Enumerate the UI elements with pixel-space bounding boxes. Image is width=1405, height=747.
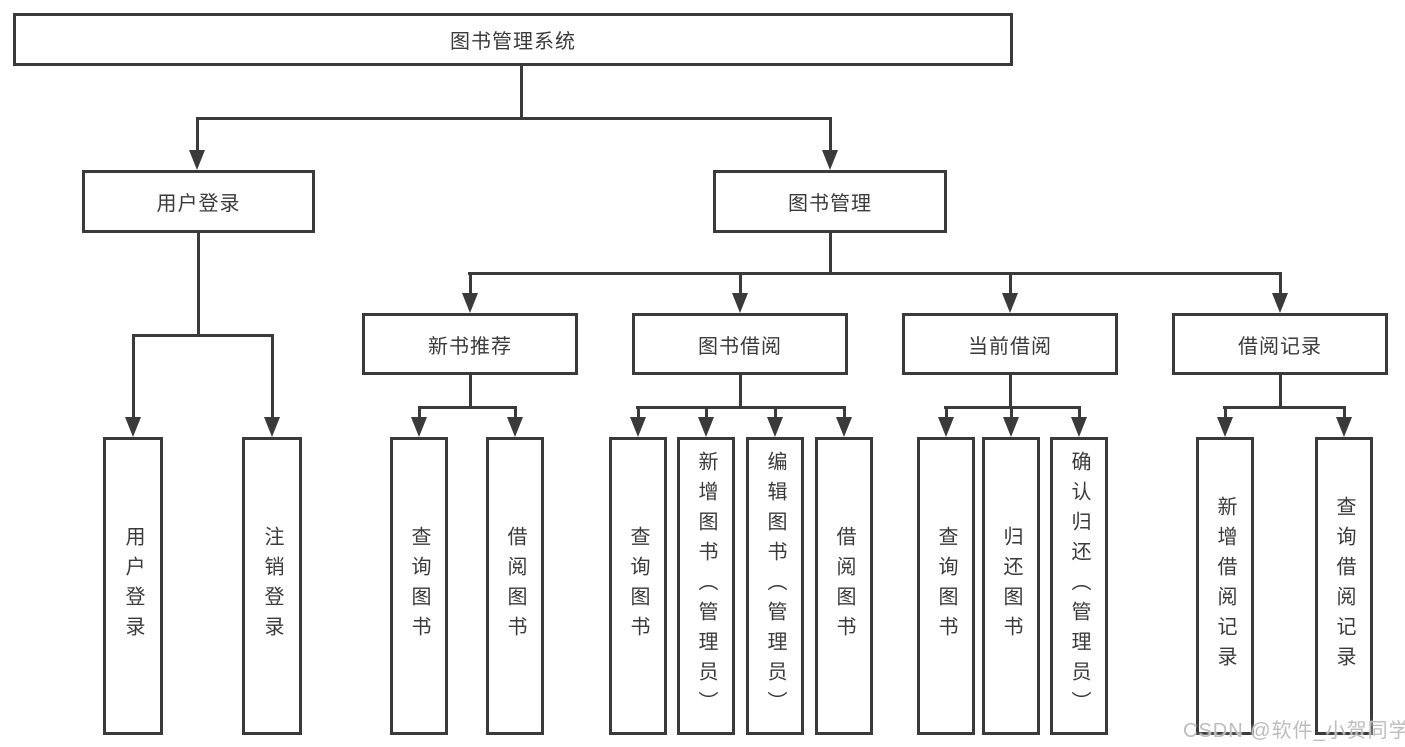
arrow-head-icon bbox=[189, 150, 205, 170]
node-book-management: 图书管理 bbox=[713, 170, 947, 233]
arrow-shaft bbox=[945, 407, 948, 421]
arrow-head-icon bbox=[264, 417, 280, 437]
arrow-head-icon bbox=[732, 293, 748, 313]
leaf-add-borrow-record: 新增借阅记录 bbox=[1196, 437, 1254, 735]
connector-line bbox=[1009, 375, 1012, 407]
arrow-head-icon bbox=[1217, 417, 1233, 437]
csdn-watermark: CSDN @软件_小贺同学 bbox=[1183, 720, 1405, 742]
arrow-shaft bbox=[1078, 407, 1081, 421]
node-new-book-recommendation: 新书推荐 bbox=[362, 313, 578, 375]
arrow-shaft bbox=[132, 335, 135, 421]
node-current-borrowing: 当前借阅 bbox=[902, 313, 1118, 375]
connector-line bbox=[1223, 406, 1346, 409]
leaf-query-books-borrowing: 查询图书 bbox=[609, 437, 667, 735]
arrow-shaft bbox=[829, 118, 832, 154]
leaf-borrow-books-recommend: 借阅图书 bbox=[486, 437, 544, 735]
arrow-shaft bbox=[1009, 273, 1012, 297]
leaf-return-book: 归还图书 bbox=[982, 437, 1040, 735]
connector-line bbox=[418, 406, 517, 409]
node-library-management-system: 图书管理系统 bbox=[13, 13, 1013, 66]
arrow-shaft bbox=[1010, 407, 1013, 421]
arrow-shaft bbox=[514, 407, 517, 421]
connector-line bbox=[636, 406, 846, 409]
arrow-head-icon bbox=[1336, 417, 1352, 437]
node-borrowing-records: 借阅记录 bbox=[1172, 313, 1388, 375]
connector-line bbox=[196, 117, 832, 120]
arrow-shaft bbox=[196, 118, 199, 154]
arrow-head-icon bbox=[698, 417, 714, 437]
arrow-head-icon bbox=[411, 417, 427, 437]
arrow-shaft bbox=[271, 335, 274, 421]
arrow-head-icon bbox=[1002, 293, 1018, 313]
arrow-head-icon bbox=[822, 150, 838, 170]
node-book-borrowing: 图书借阅 bbox=[632, 313, 848, 375]
arrow-head-icon bbox=[630, 417, 646, 437]
leaf-edit-book-admin: 编辑图书（管理员） bbox=[746, 437, 804, 735]
arrow-head-icon bbox=[836, 417, 852, 437]
arrow-shaft bbox=[418, 407, 421, 421]
connector-line bbox=[520, 66, 523, 118]
node-user-login: 用户登录 bbox=[82, 170, 315, 233]
leaf-query-books-recommend: 查询图书 bbox=[390, 437, 448, 735]
leaf-logout: 注销登录 bbox=[242, 437, 302, 735]
arrow-head-icon bbox=[767, 417, 783, 437]
leaf-confirm-return-admin: 确认归还（管理员） bbox=[1050, 437, 1108, 735]
arrow-shaft bbox=[739, 273, 742, 297]
arrow-shaft bbox=[1279, 273, 1282, 297]
connector-line bbox=[1279, 375, 1282, 407]
arrow-head-icon bbox=[462, 293, 478, 313]
leaf-borrow-books-borrowing: 借阅图书 bbox=[815, 437, 873, 735]
arrow-head-icon bbox=[1003, 417, 1019, 437]
connector-line bbox=[739, 375, 742, 407]
leaf-user-login: 用户登录 bbox=[103, 437, 163, 735]
connector-line bbox=[132, 334, 274, 337]
leaf-query-borrow-record: 查询借阅记录 bbox=[1315, 437, 1373, 735]
arrow-shaft bbox=[1224, 407, 1227, 421]
arrow-head-icon bbox=[1272, 293, 1288, 313]
arrow-head-icon bbox=[125, 417, 141, 437]
arrow-shaft bbox=[1343, 407, 1346, 421]
leaf-add-book-admin: 新增图书（管理员） bbox=[677, 437, 735, 735]
arrow-shaft bbox=[705, 407, 708, 421]
leaf-query-books-current: 查询图书 bbox=[917, 437, 975, 735]
arrow-shaft bbox=[774, 407, 777, 421]
arrow-shaft bbox=[469, 273, 472, 297]
arrow-head-icon bbox=[1071, 417, 1087, 437]
connector-line bbox=[197, 233, 200, 335]
arrow-head-icon bbox=[938, 417, 954, 437]
arrow-shaft bbox=[637, 407, 640, 421]
connector-line bbox=[829, 233, 832, 273]
arrow-head-icon bbox=[507, 417, 523, 437]
connector-line bbox=[468, 272, 1282, 275]
connector-line bbox=[469, 375, 472, 407]
arrow-shaft bbox=[843, 407, 846, 421]
